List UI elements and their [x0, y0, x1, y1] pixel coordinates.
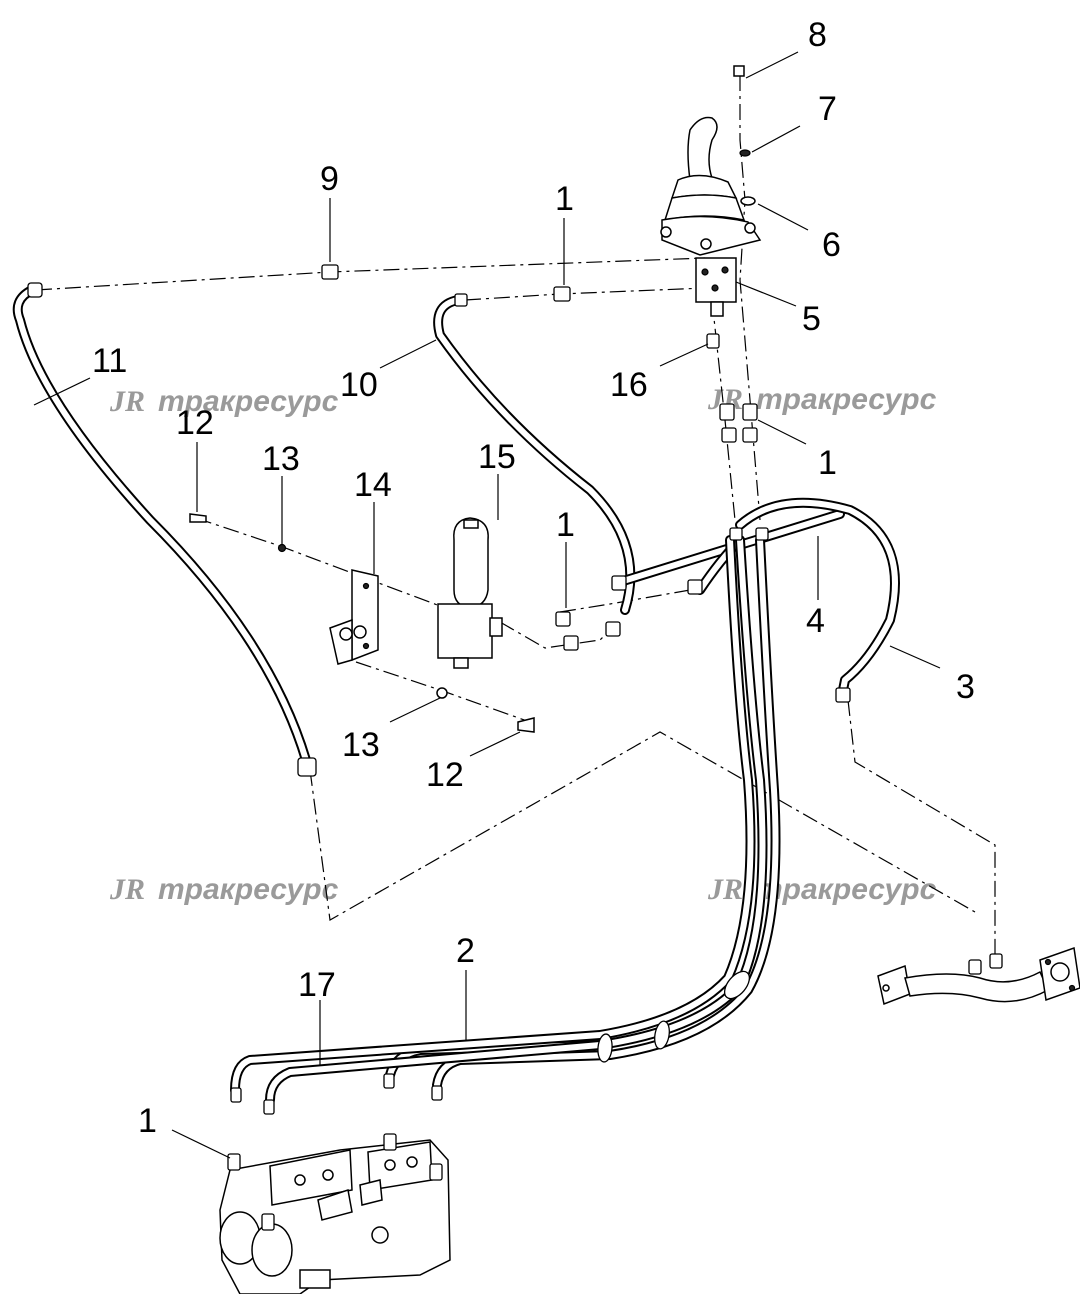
callout-17: 17 [298, 966, 336, 1004]
callout-3: 3 [956, 668, 975, 706]
callout-14: 14 [354, 466, 392, 504]
callout-1: 1 [138, 1102, 157, 1140]
watermark-text: тракресурс [756, 383, 937, 416]
watermark-logo: JR [109, 385, 145, 418]
hose-17 [230, 535, 756, 1105]
watermark-text: тракресурс [756, 873, 937, 906]
callout-16: 16 [610, 366, 648, 404]
joystick-assembly [660, 65, 762, 349]
callout-5: 5 [802, 300, 821, 338]
callout-12: 12 [176, 404, 214, 442]
leader-lines [33, 51, 941, 1159]
bracket-14 [329, 569, 379, 665]
watermark-top-right: JR тракресурс [707, 383, 937, 416]
control-valve-block [219, 1073, 451, 1294]
callout-1: 1 [555, 180, 574, 218]
callout-4: 4 [806, 602, 825, 640]
callout-6: 6 [822, 226, 841, 264]
watermark-text: тракресурс [158, 873, 339, 906]
callout-2: 2 [456, 932, 475, 970]
callout-13: 13 [262, 440, 300, 478]
callout-10: 10 [340, 366, 378, 404]
callout-1: 1 [556, 506, 575, 544]
assembly-dash-lines [35, 75, 996, 960]
callout-15: 15 [478, 438, 516, 476]
watermark-logo: JR [109, 873, 145, 906]
callout-12: 12 [426, 756, 464, 794]
hose-clamps [597, 970, 751, 1063]
hose-3 [735, 497, 900, 703]
watermark-text: тракресурс [158, 385, 339, 418]
watermark-top-left: JR тракресурс [109, 385, 339, 418]
hose-11 [12, 282, 317, 777]
screws-washers [189, 513, 535, 733]
watermark-bottom-right: JR тракресурс [707, 873, 937, 906]
callout-9: 9 [320, 160, 339, 198]
accumulator-15 [437, 517, 503, 669]
callout-7: 7 [818, 90, 837, 128]
callout-13: 13 [342, 726, 380, 764]
callout-1: 1 [818, 444, 837, 482]
fittings-group [321, 264, 769, 651]
watermark-logo: JR [707, 873, 743, 906]
watermark-bottom-left: JR тракресурс [109, 873, 339, 906]
pipe-fitting [877, 946, 1080, 1006]
callout-8: 8 [808, 16, 827, 54]
hose-10 [433, 293, 636, 637]
callout-11: 11 [92, 342, 127, 380]
callout-numbers: 8 7 6 5 9 1 11 10 16 1 12 13 14 15 1 4 3… [92, 16, 975, 1140]
